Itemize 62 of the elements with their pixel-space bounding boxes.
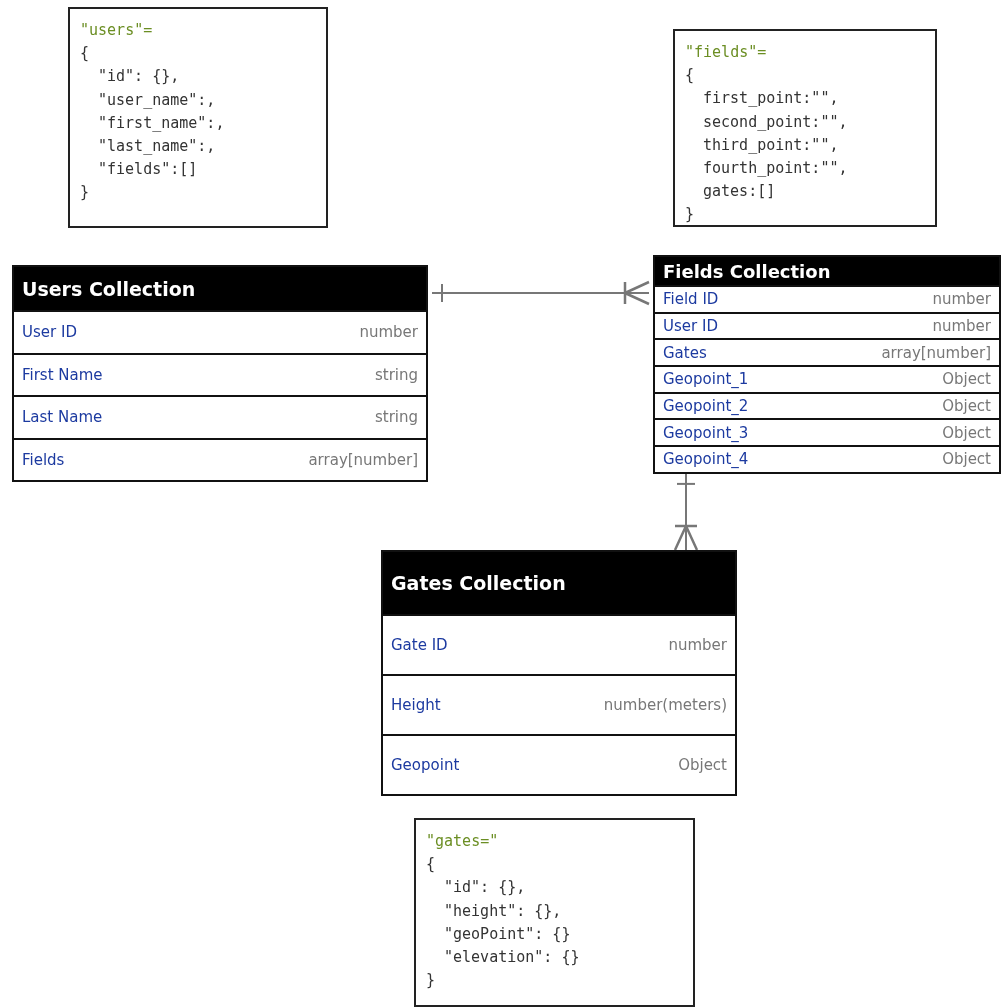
code-line: fourth_point:"", [702, 158, 848, 179]
code-line: first_point:"", [702, 88, 839, 110]
field-type: number [932, 290, 991, 309]
code-box [673, 29, 937, 227]
field-type: Object [942, 423, 991, 442]
code-line: } [80, 182, 90, 204]
field-name: Geopoint_2 [663, 397, 749, 416]
field-name: First Name [22, 365, 103, 384]
field-type: Object [678, 756, 727, 774]
field-name: Geopoint [391, 756, 460, 774]
field-name: Last Name [22, 408, 103, 427]
code-line: { [426, 854, 436, 876]
code-line: "fields":[] [97, 159, 198, 181]
field-name: Height [391, 696, 441, 714]
field-name: User ID [663, 317, 718, 336]
code-line: second_point:"", [702, 111, 848, 133]
code-line: "elevation": {} [443, 947, 580, 968]
field-type: number [668, 636, 727, 654]
field-name: Gate ID [391, 636, 448, 654]
field-type: Object [942, 397, 991, 416]
field-name: Field ID [663, 290, 719, 309]
field-type: number(meters) [603, 696, 727, 714]
collection-table [12, 265, 428, 482]
collection-table [653, 255, 1001, 474]
code-line: "last_name":, [97, 136, 216, 157]
code-box [414, 818, 695, 1007]
code-heading: "users"= [80, 20, 153, 41]
field-name: Geopoint_1 [663, 370, 749, 389]
field-type: Object [942, 370, 991, 389]
table-title: Gates Collection [391, 572, 566, 594]
code-box [68, 7, 328, 228]
table-title: Fields Collection [663, 260, 831, 282]
field-type: array[number] [881, 343, 991, 362]
code-line: "geoPoint": {} [443, 923, 571, 945]
field-name: User ID [22, 323, 77, 342]
code-line: "height": {}, [443, 900, 562, 922]
code-line: gates:[] [702, 181, 776, 203]
collection-table [381, 550, 737, 796]
code-line: { [685, 65, 695, 87]
field-type: string [374, 365, 418, 384]
relationship-line [673, 472, 699, 552]
code-line: } [685, 204, 695, 226]
field-name: Gates [663, 343, 707, 362]
code-line: { [80, 43, 90, 65]
code-line: "user_name":, [97, 89, 216, 111]
code-line: third_point:"", [702, 134, 839, 156]
field-type: array[number] [308, 450, 418, 469]
code-line: "id": {}, [97, 66, 180, 88]
code-line: "first_name":, [97, 112, 225, 134]
table-title: Users Collection [22, 277, 196, 300]
field-name: Geopoint_3 [663, 423, 749, 442]
field-type: Object [942, 450, 991, 469]
code-heading: "fields"= [685, 42, 767, 63]
field-name: Geopoint_4 [663, 450, 749, 469]
code-line: } [426, 970, 436, 992]
field-name: Fields [22, 450, 65, 469]
relationship-line [431, 280, 651, 306]
field-type: string [374, 408, 418, 427]
code-heading: "gates=" [426, 831, 499, 852]
code-line: "id": {}, [443, 877, 526, 899]
field-type: number [359, 323, 418, 342]
field-type: number [932, 317, 991, 336]
